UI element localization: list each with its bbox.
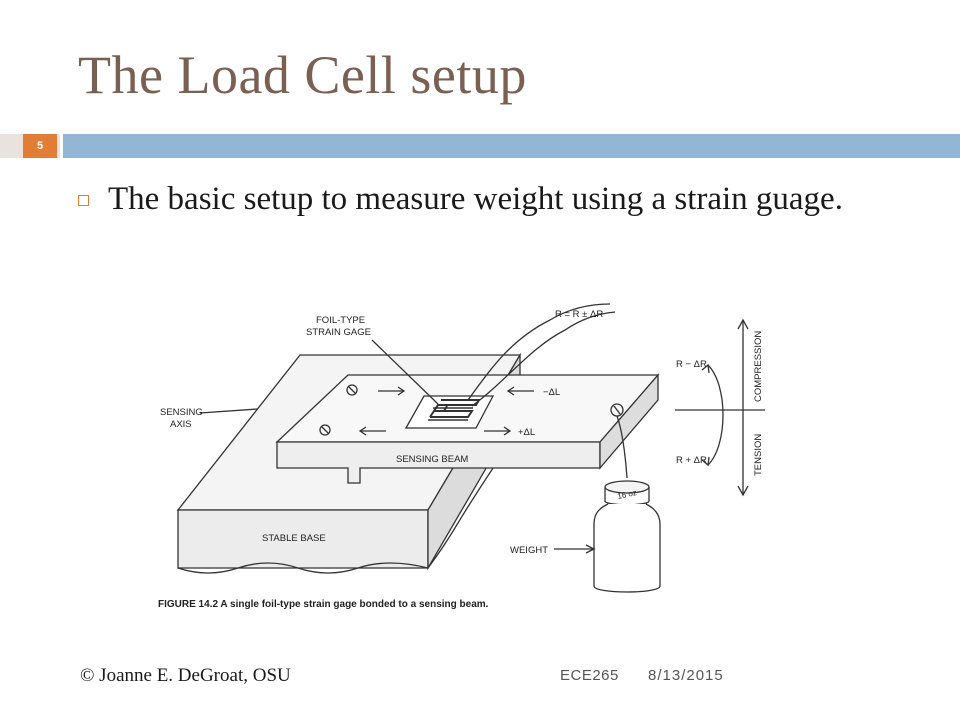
screw-icon bbox=[319, 424, 331, 436]
lead-wire-1 bbox=[467, 303, 611, 401]
label-compression: COMPRESSION bbox=[753, 331, 764, 402]
label-foil-type: FOIL-TYPE bbox=[316, 315, 365, 326]
label-axis: AXIS bbox=[170, 419, 192, 430]
arrow-left-icon bbox=[506, 386, 534, 396]
bullet-square-icon bbox=[78, 195, 89, 206]
label-sensing-beam: SENSING BEAM bbox=[396, 454, 468, 465]
label-jar-weight: 16 oz bbox=[617, 488, 638, 501]
footer-copyright: © Joanne E. DeGroat, OSU bbox=[80, 665, 291, 686]
axis-leader-line bbox=[199, 408, 259, 414]
arrow-right-icon bbox=[484, 426, 512, 436]
arrow-left-icon bbox=[358, 426, 386, 436]
screw-icon bbox=[346, 384, 358, 396]
label-plus-dl: +ΔL bbox=[518, 427, 535, 438]
header-rule-bar bbox=[63, 134, 960, 158]
weight-jar-body bbox=[593, 503, 661, 593]
weight-string bbox=[616, 415, 628, 479]
label-minus-dl: −ΔL bbox=[543, 387, 560, 398]
load-cell-diagram: FOIL-TYPE STRAIN GAGE R = R ± ΔR SENSING… bbox=[158, 303, 765, 610]
label-strain-gage: STRAIN GAGE bbox=[306, 327, 371, 338]
label-r-plus: R + ΔR bbox=[676, 455, 707, 466]
label-sensing: SENSING bbox=[160, 407, 203, 418]
gage-leader-line bbox=[371, 339, 439, 405]
figure-caption: FIGURE 14.2 A single foil-type strain ga… bbox=[158, 599, 489, 610]
lead-wire-2 bbox=[471, 311, 616, 407]
curved-arrow bbox=[707, 364, 724, 466]
bullet-text: The basic setup to measure weight using … bbox=[108, 181, 843, 217]
base-break-line bbox=[177, 562, 429, 574]
slide-title: The Load Cell setup bbox=[78, 45, 527, 105]
label-r-minus: R − ΔR bbox=[676, 359, 707, 370]
label-resistance: R = R ± ΔR bbox=[555, 309, 603, 320]
arrow-right-icon bbox=[378, 386, 406, 396]
beam-side-face bbox=[599, 373, 659, 470]
label-weight: WEIGHT bbox=[510, 545, 548, 556]
footer-date: 8/13/2015 bbox=[648, 667, 724, 684]
footer-course: ECE265 bbox=[560, 667, 619, 684]
label-tension: TENSION bbox=[753, 434, 764, 476]
slide-number: 5 bbox=[23, 134, 57, 158]
label-stable-base: STABLE BASE bbox=[262, 533, 326, 544]
